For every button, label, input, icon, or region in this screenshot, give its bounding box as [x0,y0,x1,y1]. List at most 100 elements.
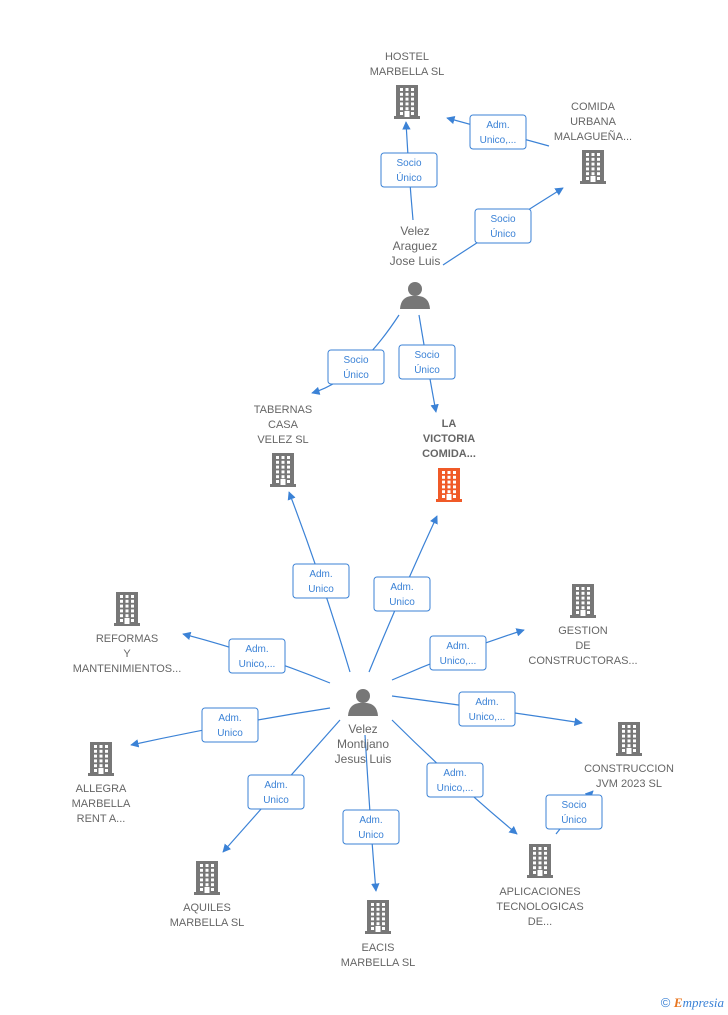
node-label: Jesus Luis [335,752,392,766]
node-label: HOSTEL [385,51,429,63]
edge-label-text: Unico [358,830,384,841]
edge-label-text: Adm. [390,582,413,593]
node-label: TECNOLOGICAS [496,901,583,913]
node-label: Velez [348,722,377,736]
edge-label-text: Socio [343,355,368,366]
edge-label-velez_montijano-to-la_victoria[interactable]: Adm. Unico [373,576,431,612]
edge-label-text: Adm. [475,697,498,708]
node-label: Araguez [393,239,438,253]
node-label: COMIDA... [422,448,476,460]
node-label: MARBELLA SL [170,917,245,929]
edge-label-text: Único [414,363,440,376]
node-label: VICTORIA [423,433,475,445]
node-label: Montijano [337,737,389,751]
node-label: VELEZ SL [257,434,308,446]
node-la_victoria[interactable]: LA VICTORIA COMIDA... [422,418,476,502]
edge-label-box [429,635,487,671]
node-label: DE... [528,916,552,928]
edge-label-box [380,152,438,188]
edge-label-velez_montijano-to-gestion[interactable]: Adm. Unico,... [429,635,487,671]
node-hostel[interactable]: HOSTEL MARBELLA SL [370,51,445,119]
edge-label-text: Adm. [264,780,287,791]
edge-label-text: Único [490,227,516,240]
edge-label-text: Socio [396,158,421,169]
building-icon [114,592,140,626]
edge-label-velez_montijano-to-aquiles[interactable]: Adm.Unico [247,774,305,810]
node-label: ALLEGRA [76,783,127,795]
brand-name: mpresia [682,995,724,1010]
edge-label-text: Unico,... [239,659,276,670]
edge-label-text: Adm. [245,644,268,655]
edge-label-text: Unico [389,597,415,608]
edge-label-box [458,691,516,727]
node-label: CASA [268,419,299,431]
edge-label-box [228,638,286,674]
node-comida_urbana[interactable]: COMIDAURBANAMALAGUEÑA... [554,101,632,184]
edge-label-text: Unico,... [480,135,517,146]
building-icon [394,85,420,119]
edge-label-box [247,774,305,810]
edge-label-text: Unico,... [437,783,474,794]
node-gestion[interactable]: GESTIONDECONSTRUCTORAS... [528,584,638,667]
edge-label-text: Único [343,368,369,381]
node-label: REFORMAS [96,633,158,645]
node-label: GESTION [558,625,608,637]
edge-label-box [474,208,532,244]
node-label: EACIS [361,942,394,954]
building-icon [365,900,391,934]
node-label: LA [442,418,457,430]
edge-label-box [327,349,385,385]
node-label: MARBELLA SL [370,66,445,78]
node-aquiles[interactable]: AQUILES MARBELLA SL [170,861,245,929]
node-eacis[interactable]: EACIS MARBELLA SL [341,900,416,969]
node-aplicaciones[interactable]: APLICACIONESTECNOLOGICASDE... [496,844,584,928]
building-icon [88,742,114,776]
edge-label-velez_montijano-to-allegra[interactable]: Adm.Unico [201,707,259,743]
edge-label-text: Adm. [309,569,332,580]
node-label: AQUILES [183,902,231,914]
edge-label-text: Socio [414,350,439,361]
node-label: TABERNAS [254,404,312,416]
node-label: MANTENIMIENTOS... [73,663,182,675]
edge-label-velez_montijano-to-aplicaciones[interactable]: Adm.Unico,... [426,762,484,798]
edge-label-box [469,114,527,150]
edge-label-text: Adm. [446,641,469,652]
building-icon [270,453,296,487]
brand-initial: E [673,995,683,1010]
edge-label-text: Único [561,813,587,826]
edge-label-velez_montijano-to-construccion[interactable]: Adm.Unico,... [458,691,516,727]
building-icon [527,844,553,878]
node-label: Velez [400,224,429,238]
node-label: RENT A... [77,813,126,825]
copyright-symbol: © [660,995,671,1010]
node-label: CONSTRUCCION [584,763,674,775]
edge-label-text: Unico [308,584,334,595]
node-reformas[interactable]: REFORMASYMANTENIMIENTOS... [73,592,182,675]
edge-label-velez_montijano-to-tabernas[interactable]: Adm. Unico [292,563,350,599]
edge-label-text: Unico,... [440,656,477,667]
edge-label-velez_montijano-to-eacis[interactable]: Adm.Unico [342,809,400,845]
footer-brand: © Empresia [661,995,724,1011]
node-tabernas[interactable]: TABERNAS CASA VELEZ SL [254,404,312,487]
node-label: Jose Luis [390,254,441,268]
edge-label-box [201,707,259,743]
edge-label-text: Adm. [486,120,509,131]
edge-label-text: Socio [561,800,586,811]
building-icon [580,150,606,184]
node-label: MARBELLA SL [341,957,416,969]
building-icon [570,584,596,618]
edge-label-velez_montijano-to-reformas[interactable]: Adm. Unico,... [228,638,286,674]
edge-label-text: Socio [490,214,515,225]
edge-label-comida_urbana-to-hostel[interactable]: Adm. Unico,... [469,114,527,150]
edge-label-text: Único [396,171,422,184]
